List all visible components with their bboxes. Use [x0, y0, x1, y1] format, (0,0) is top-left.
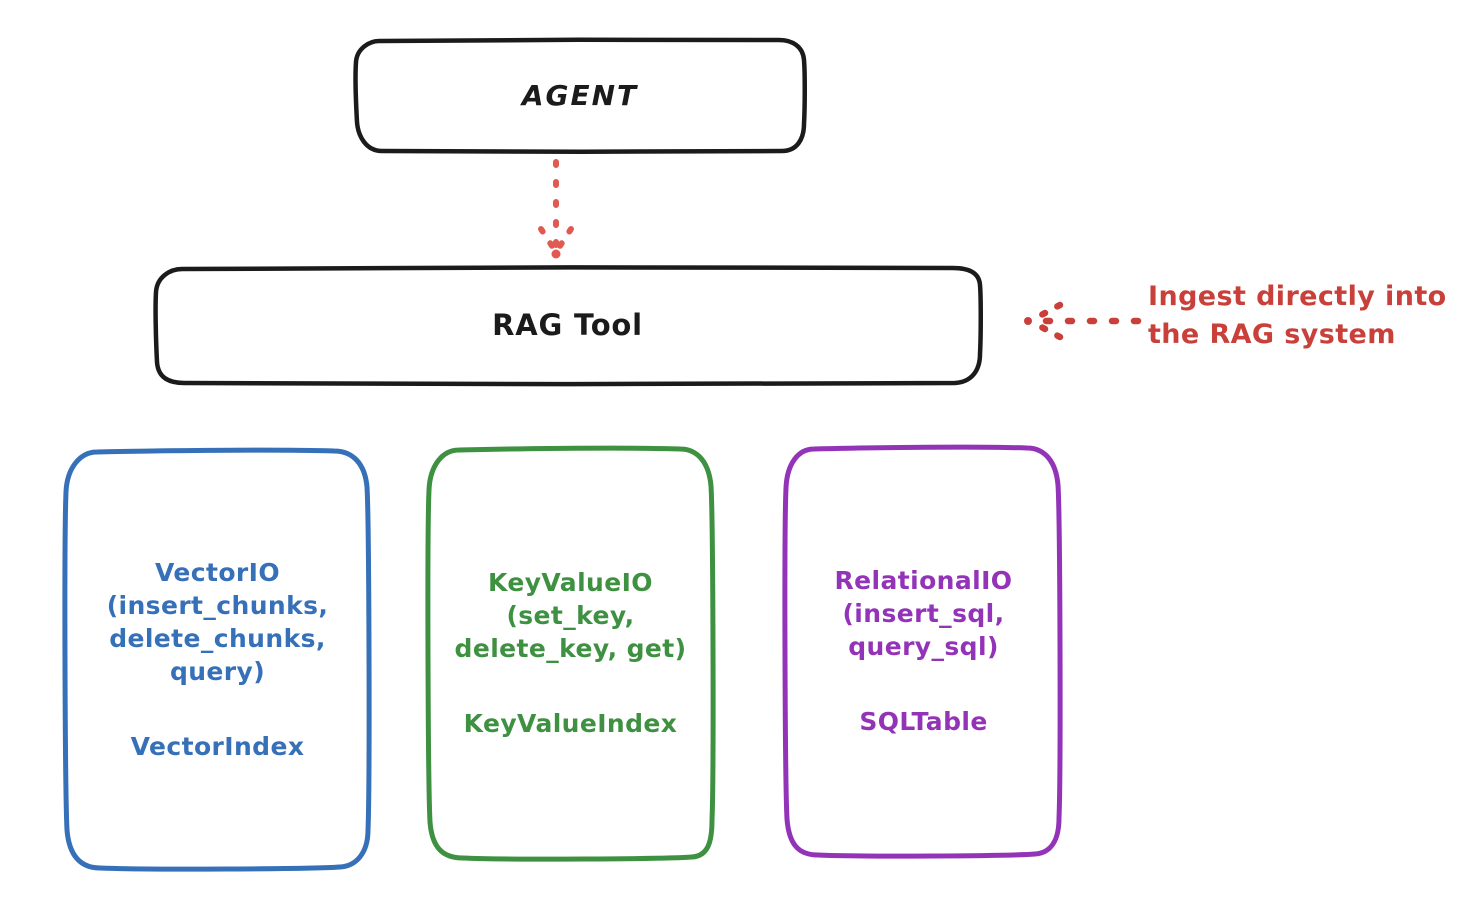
relational-io-node-label: RelationalIO (insert_sql, query_sql) SQL… — [785, 447, 1062, 855]
key-value-io-api-text: KeyValueIO (set_key, delete_key, get) — [454, 568, 687, 663]
key-value-io-node-label: KeyValueIO (set_key, delete_key, get) Ke… — [428, 448, 713, 858]
vector-io-index-text: VectorIndex — [130, 731, 305, 761]
ingest-annotation-text: Ingest directly into the RAG system — [1148, 281, 1447, 351]
key-value-io-index-text: KeyValueIndex — [463, 709, 678, 738]
vector-io-api-text: VectorIO (insert_chunks, delete_chunks, … — [106, 557, 329, 686]
ingest-to-rag-connector — [1024, 301, 1142, 341]
relational-io-api-text: RelationalIO (insert_sql, query_sql) — [834, 566, 1013, 661]
vector-io-node-label: VectorIO (insert_chunks, delete_chunks, … — [65, 450, 370, 868]
rag-tool-node-label: RAG Tool — [492, 308, 643, 343]
agent-to-rag-connector — [538, 159, 574, 259]
agent-node-label: AGENT — [521, 78, 639, 112]
relational-io-index-text: SQLTable — [859, 707, 988, 736]
